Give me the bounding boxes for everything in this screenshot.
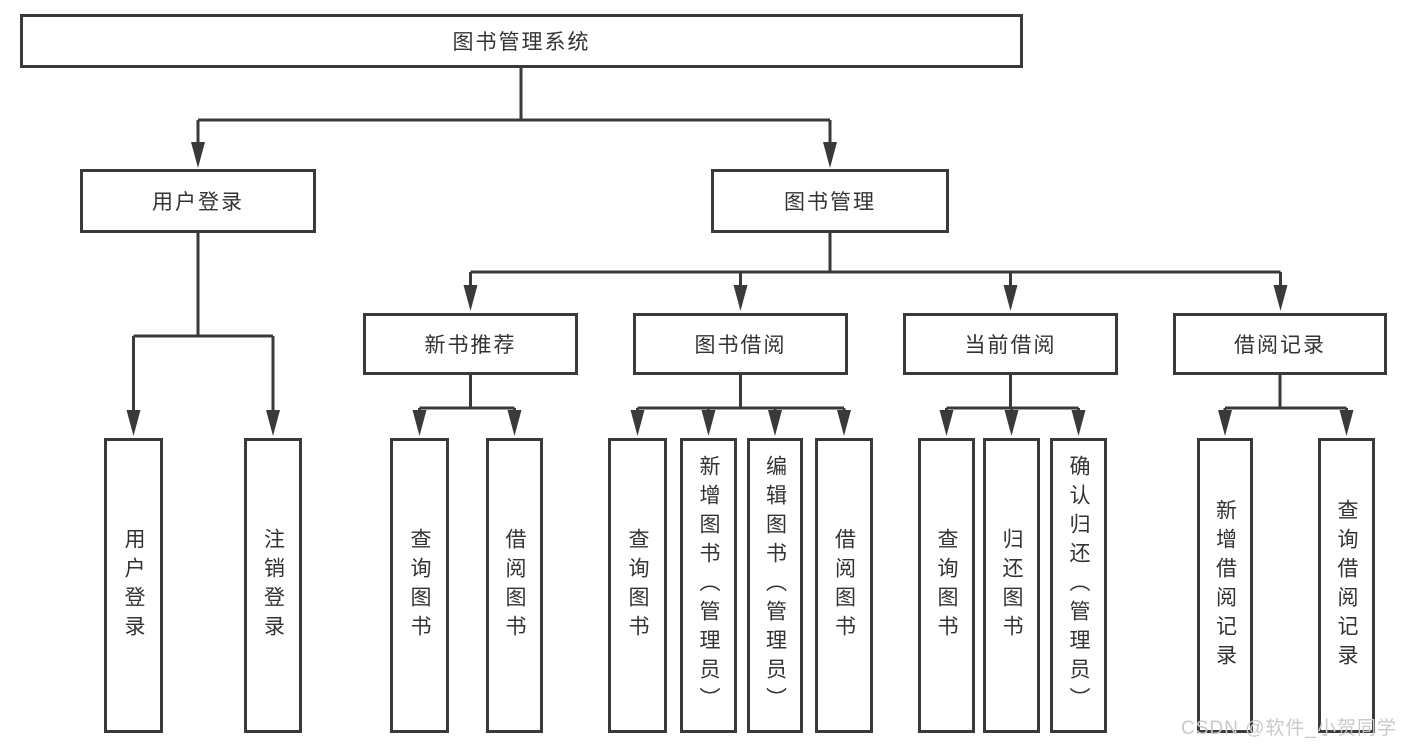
leaf-borrow-books: 借阅图书 xyxy=(815,438,873,733)
node-new-book-recommend: 新书推荐 xyxy=(363,313,578,375)
node-system-root: 图书管理系统 xyxy=(20,14,1023,68)
csdn-watermark: CSDN @软件_小贺同学 xyxy=(1181,718,1397,739)
leaf-edit-books-admin: 编辑图书（管理员） xyxy=(747,438,803,733)
leaf-query-books-borrow: 查询图书 xyxy=(608,438,667,733)
leaf-label: 查询图书 xyxy=(626,527,649,644)
leaf-return-books: 归还图书 xyxy=(983,438,1040,733)
leaf-add-borrow-record: 新增借阅记录 xyxy=(1197,438,1253,733)
node-book-borrow: 图书借阅 xyxy=(633,313,848,375)
leaf-label: 注销登录 xyxy=(261,527,285,644)
leaf-user-login: 用户登录 xyxy=(104,438,163,733)
leaf-logout: 注销登录 xyxy=(244,438,302,733)
node-label: 当前借阅 xyxy=(964,334,1057,357)
leaf-borrow-books-recommend: 借阅图书 xyxy=(486,438,543,733)
node-book-management: 图书管理 xyxy=(711,169,949,233)
leaf-confirm-return-admin: 确认归还（管理员） xyxy=(1050,438,1107,733)
leaf-label: 借阅图书 xyxy=(503,527,526,644)
node-label: 用户登录 xyxy=(152,191,244,214)
leaf-label: 新增借阅记录 xyxy=(1213,498,1237,673)
node-current-borrow: 当前借阅 xyxy=(903,313,1118,375)
leaf-add-books-admin: 新增图书（管理员） xyxy=(680,438,737,733)
node-borrow-record: 借阅记录 xyxy=(1173,313,1387,375)
node-label: 新书推荐 xyxy=(424,334,517,357)
leaf-query-books-current: 查询图书 xyxy=(918,438,975,733)
leaf-query-borrow-record: 查询借阅记录 xyxy=(1318,438,1375,733)
node-label: 图书管理 xyxy=(784,191,876,214)
leaf-label: 新增图书（管理员） xyxy=(697,455,720,716)
leaf-label: 编辑图书（管理员） xyxy=(763,455,787,716)
node-label: 图书管理系统 xyxy=(452,31,591,54)
leaf-label: 确认归还（管理员） xyxy=(1067,455,1090,716)
leaf-label: 查询借阅记录 xyxy=(1335,498,1358,673)
node-user-login: 用户登录 xyxy=(80,169,316,233)
node-label: 借阅记录 xyxy=(1234,334,1326,357)
leaf-label: 用户登录 xyxy=(122,527,145,644)
node-label: 图书借阅 xyxy=(694,334,787,357)
leaf-label: 归还图书 xyxy=(1000,527,1023,644)
leaf-query-books-recommend: 查询图书 xyxy=(390,438,449,733)
leaf-label: 查询图书 xyxy=(408,527,431,644)
leaf-label: 借阅图书 xyxy=(832,527,856,644)
leaf-label: 查询图书 xyxy=(935,527,958,644)
